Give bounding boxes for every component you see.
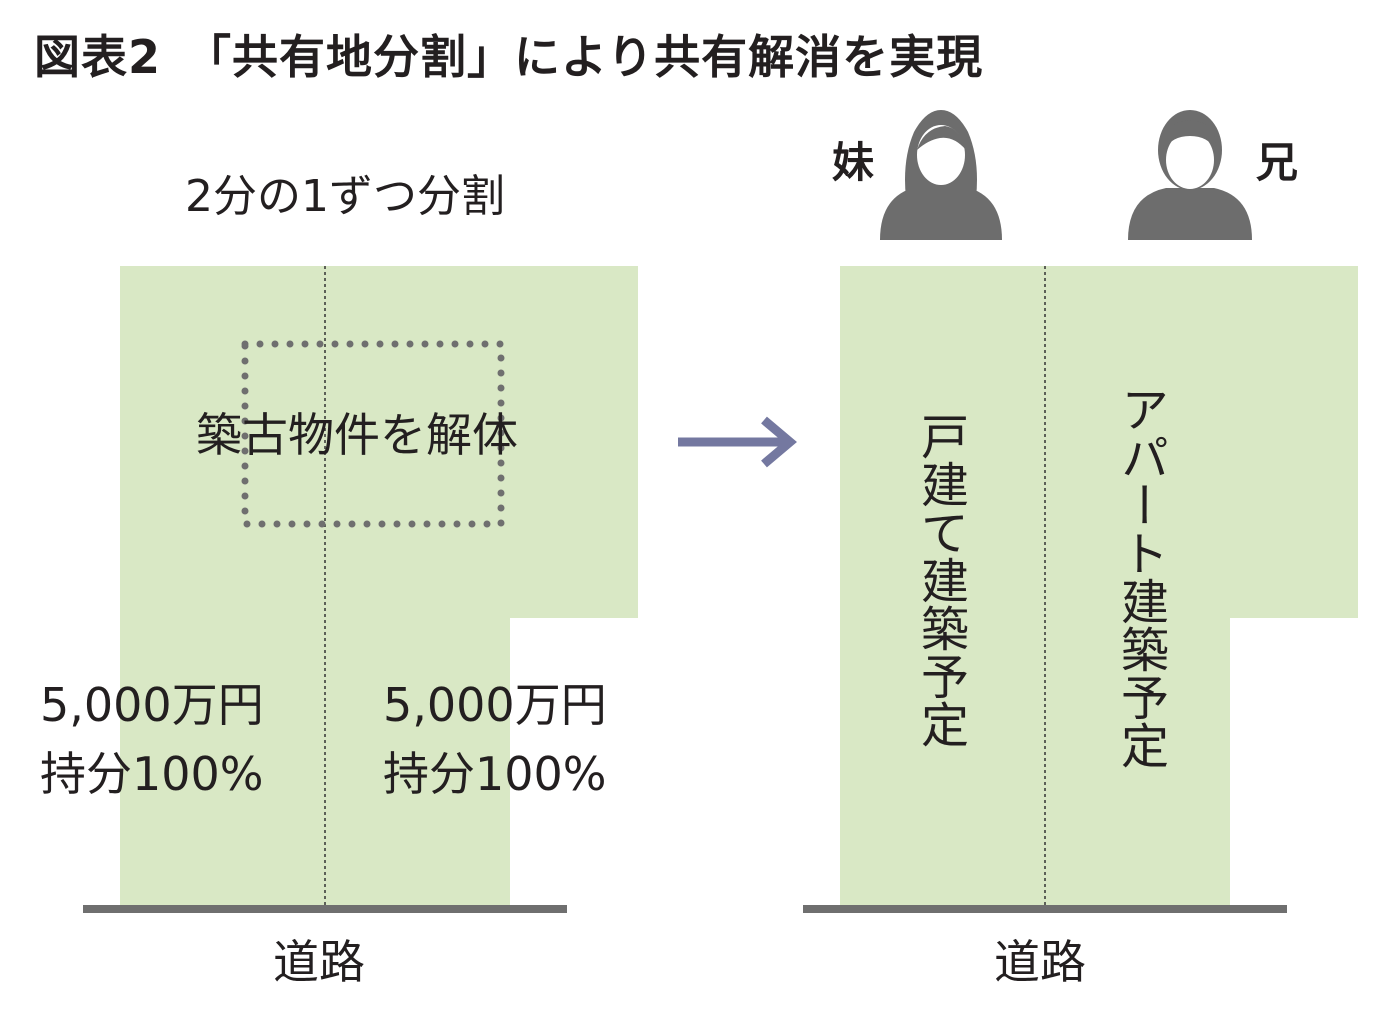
brother-plan-label: アパート建築予定 <box>1112 385 1168 769</box>
old-building-dotted-outline <box>241 340 505 528</box>
brother-label: 兄 <box>1256 138 1299 187</box>
parcel-b-price: 5,000万円 <box>383 678 607 732</box>
left-road-label: 道路 <box>273 935 365 989</box>
male-person-icon <box>1128 110 1252 240</box>
sister-label: 妹 <box>832 138 875 187</box>
parcel-a-price: 5,000万円 <box>40 678 264 732</box>
sister-plan-label: 戸建て建築予定 <box>912 412 968 748</box>
parcel-b-share: 持分100% <box>383 747 607 801</box>
right-arrow-icon <box>678 416 797 468</box>
left-lot-shape <box>120 266 638 906</box>
right-road-label: 道路 <box>994 935 1086 989</box>
female-person-icon <box>880 110 1002 240</box>
building-label: 築古物件を解体 <box>196 408 518 462</box>
right-lot-shape <box>840 266 1358 906</box>
parcel-a-share: 持分100% <box>40 747 264 801</box>
right-road <box>803 905 1287 913</box>
page-title: 図表2 「共有地分割」により共有解消を実現 <box>34 30 984 84</box>
left-subtitle: 2分の1ずつ分割 <box>185 171 505 222</box>
left-road <box>83 905 567 913</box>
